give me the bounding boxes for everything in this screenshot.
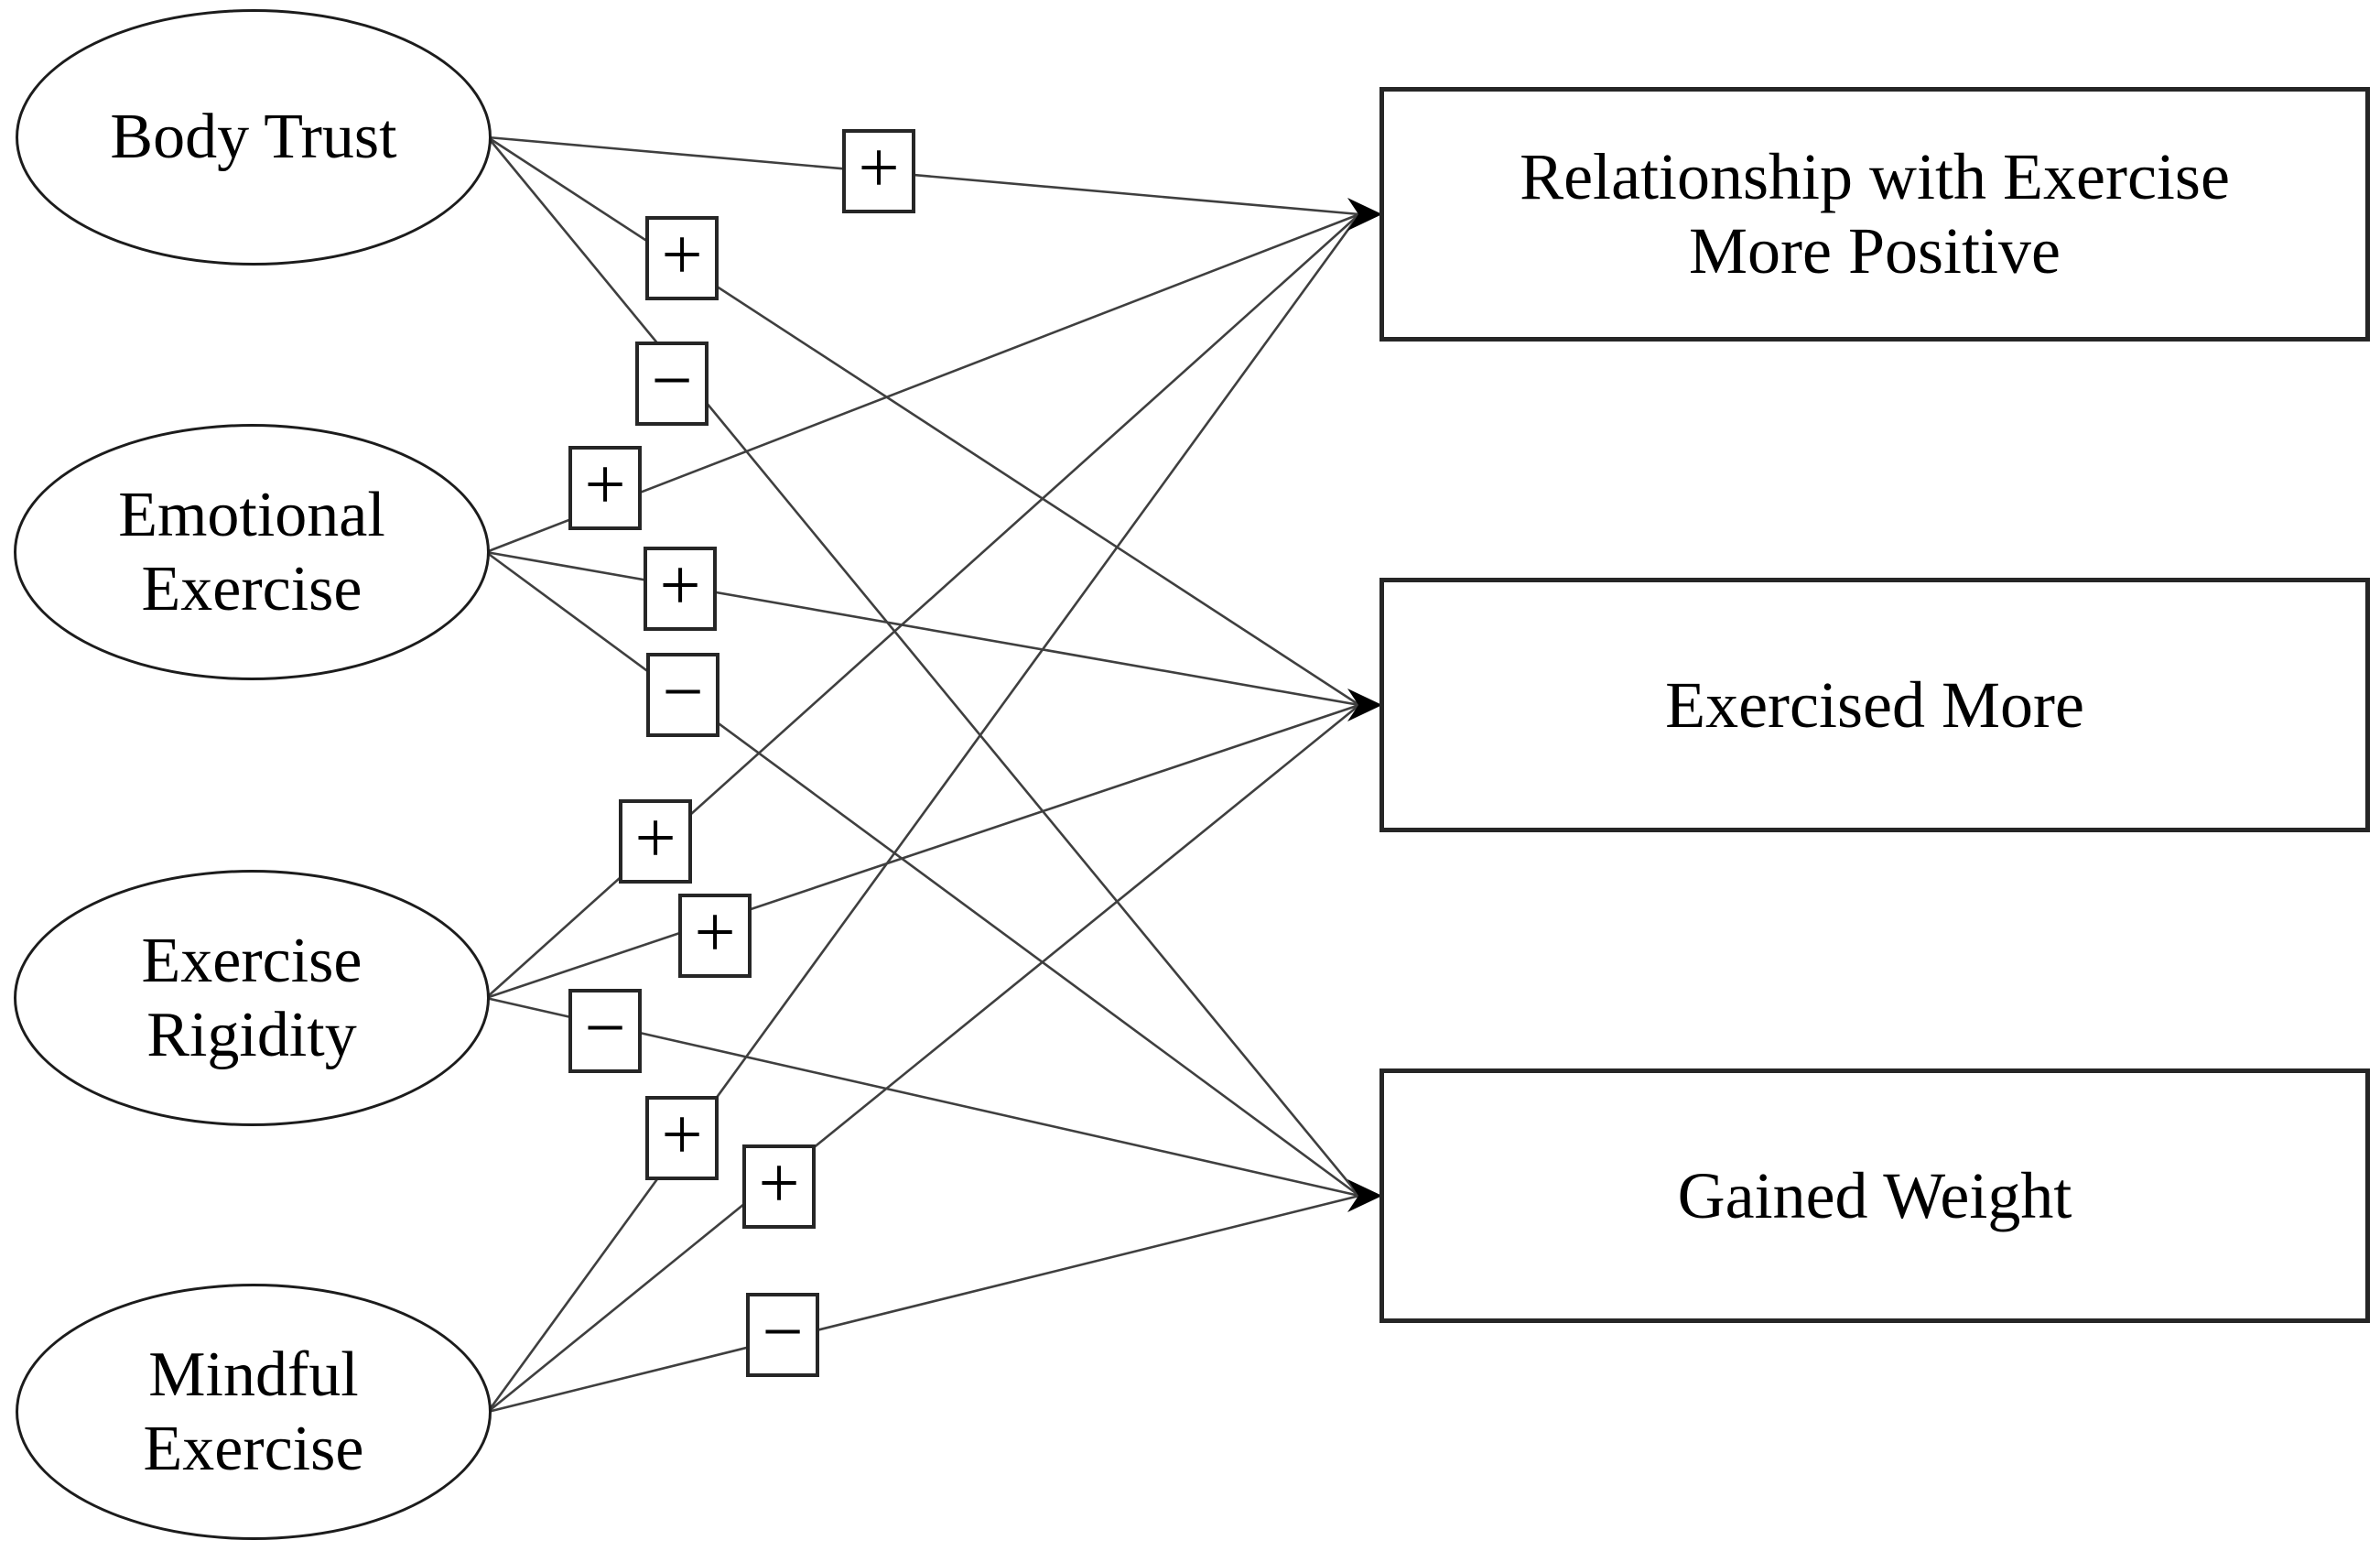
sign-label: + bbox=[858, 128, 900, 209]
sign-label: − bbox=[662, 652, 704, 732]
node-label: Emotional Exercise bbox=[118, 479, 385, 624]
sign-box-plus: + bbox=[742, 1144, 816, 1229]
edge-line-mindful-exercise-to-relationship-positive bbox=[486, 213, 1361, 1413]
edge-line-exercise-rigidity-to-exercised-more bbox=[485, 703, 1360, 1000]
sign-label: + bbox=[661, 215, 703, 296]
sign-box-plus: + bbox=[678, 894, 752, 978]
edge-line-emotional-exercise-to-exercised-more bbox=[485, 550, 1360, 707]
node-relationship-positive: Relationship with Exercise More Positive bbox=[1379, 87, 2370, 342]
sign-box-minus: − bbox=[568, 989, 642, 1073]
edge-line-body-trust-to-relationship-positive bbox=[487, 136, 1360, 216]
node-label: Relationship with Exercise More Positive bbox=[1520, 140, 2230, 287]
sign-box-minus: − bbox=[646, 653, 719, 737]
node-body-trust: Body Trust bbox=[16, 9, 492, 266]
sign-box-minus: − bbox=[746, 1293, 819, 1377]
arrowhead-icon bbox=[1347, 198, 1382, 231]
edge-line-mindful-exercise-to-gained-weight bbox=[487, 1194, 1360, 1414]
sign-box-plus: + bbox=[645, 1096, 719, 1180]
sign-label: + bbox=[584, 445, 626, 526]
edge-line-emotional-exercise-to-gained-weight bbox=[485, 550, 1360, 1198]
node-label: Gained Weight bbox=[1677, 1158, 2072, 1232]
node-exercise-rigidity: Exercise Rigidity bbox=[14, 870, 490, 1126]
arrowhead-icon bbox=[1347, 689, 1382, 721]
node-label: Exercised More bbox=[1665, 667, 2084, 742]
node-emotional-exercise: Emotional Exercise bbox=[14, 424, 490, 680]
node-exercised-more: Exercised More bbox=[1379, 578, 2370, 832]
sign-label: − bbox=[651, 341, 693, 421]
node-mindful-exercise: Mindful Exercise bbox=[16, 1284, 492, 1540]
edge-line-mindful-exercise-to-exercised-more bbox=[487, 703, 1360, 1414]
edge-line-body-trust-to-exercised-more bbox=[487, 136, 1360, 707]
node-label: Exercise Rigidity bbox=[141, 925, 362, 1070]
sign-box-plus: + bbox=[568, 446, 642, 530]
sign-label: + bbox=[661, 1095, 703, 1176]
sign-label: + bbox=[694, 893, 736, 973]
sign-box-plus: + bbox=[644, 547, 717, 631]
sign-label: + bbox=[634, 798, 676, 879]
sign-label: − bbox=[584, 988, 626, 1068]
node-label: Body Trust bbox=[110, 102, 397, 173]
node-gained-weight: Gained Weight bbox=[1379, 1068, 2370, 1323]
sign-label: + bbox=[758, 1144, 800, 1224]
sign-box-plus: + bbox=[645, 216, 719, 300]
sign-label: + bbox=[659, 546, 701, 626]
edge-line-exercise-rigidity-to-relationship-positive bbox=[485, 213, 1360, 999]
sign-box-plus: + bbox=[842, 129, 915, 213]
sign-label: − bbox=[762, 1292, 804, 1372]
sign-box-plus: + bbox=[619, 799, 692, 884]
sign-box-minus: − bbox=[635, 342, 709, 426]
node-label: Mindful Exercise bbox=[143, 1339, 364, 1484]
edge-line-body-trust-to-gained-weight bbox=[486, 136, 1361, 1197]
arrowhead-icon bbox=[1347, 1179, 1382, 1212]
